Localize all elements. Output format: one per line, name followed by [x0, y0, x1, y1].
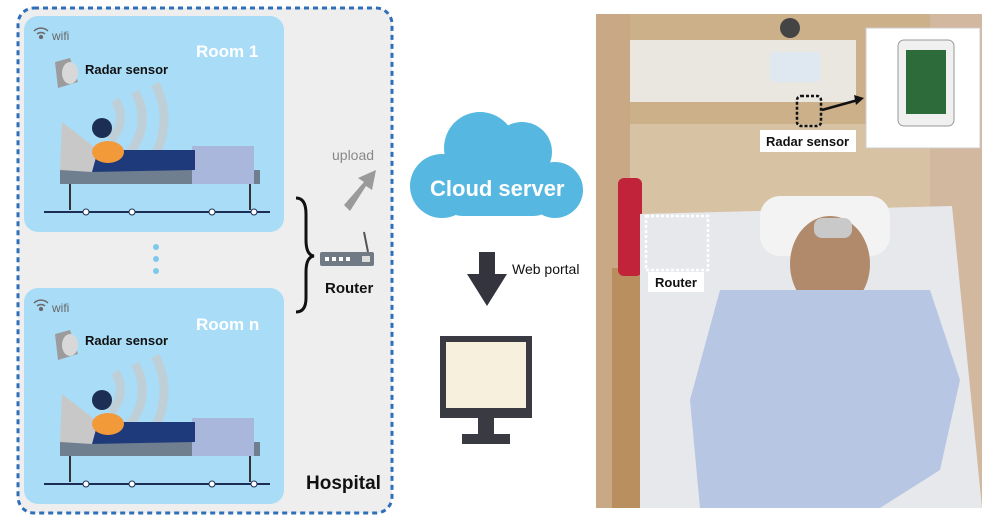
router-highlight — [644, 214, 710, 272]
radar-sensor-icon — [55, 58, 78, 88]
radar-sensor-highlight — [795, 94, 823, 128]
wifi-icon — [33, 27, 49, 40]
room-n-card: wifi Room n Radar sensor — [24, 288, 284, 504]
web-portal-label: Web portal — [512, 261, 579, 277]
wifi-label: wifi — [51, 29, 69, 43]
router-tag-bg — [648, 272, 704, 292]
photo-router-label: Router — [655, 275, 697, 290]
room-title: Room 1 — [196, 42, 258, 61]
photo-radar-sensor-label: Radar sensor — [766, 134, 849, 149]
radar-sensor-label: Radar sensor — [85, 333, 168, 348]
grouping-brace — [295, 196, 315, 314]
room-title: Room n — [196, 315, 259, 334]
monitor-icon — [440, 336, 532, 444]
router-label: Router — [325, 280, 373, 297]
upload-arrow-icon — [344, 170, 376, 211]
rooms-ellipsis — [153, 244, 159, 274]
wifi-label: wifi — [51, 301, 69, 315]
cloud-server-label: Cloud server — [430, 176, 565, 201]
cloud-icon — [410, 112, 583, 218]
room-1-card: wifi Room 1 Radar sensor — [24, 16, 284, 232]
radar-sensor-tag-bg — [760, 130, 856, 152]
patient-bed-illustration — [44, 118, 270, 216]
hospital-label: Hospital — [306, 473, 381, 494]
down-arrow-icon — [467, 252, 507, 306]
radar-sensor-icon — [55, 330, 78, 360]
upload-label: upload — [332, 147, 374, 163]
wifi-icon — [33, 299, 49, 312]
router-icon — [320, 231, 374, 266]
pointer-arrow — [821, 95, 864, 112]
hospital-room-photo — [596, 14, 982, 508]
radar-sensor-label: Radar sensor — [85, 62, 168, 77]
patient-bed-illustration — [44, 390, 270, 488]
